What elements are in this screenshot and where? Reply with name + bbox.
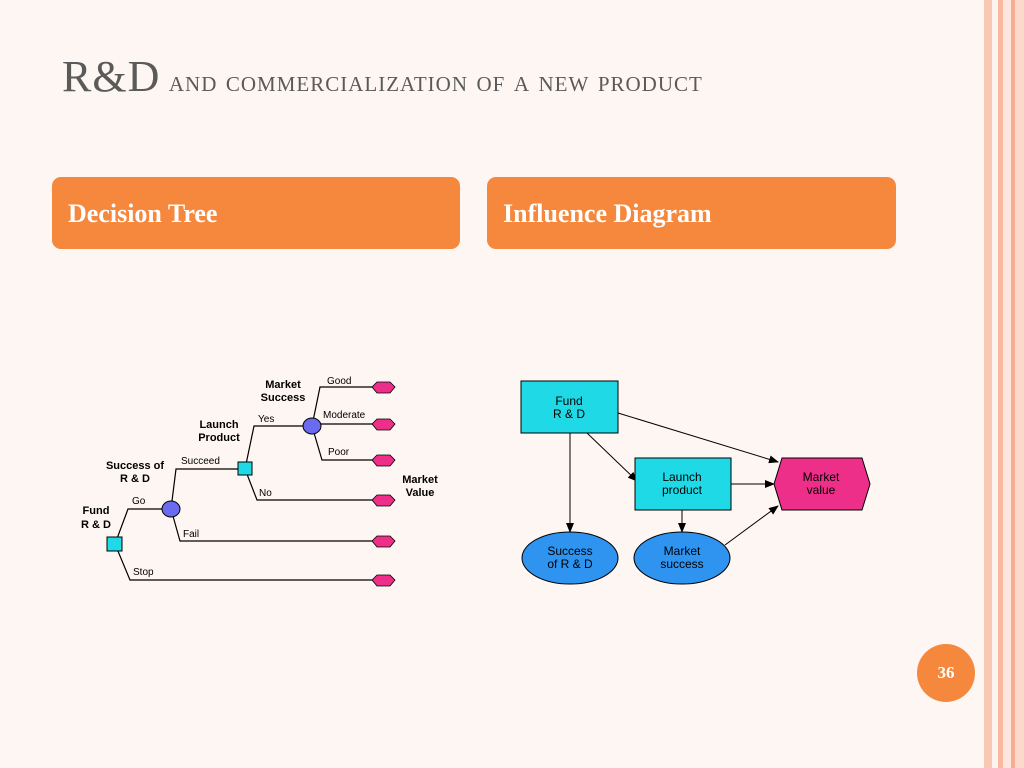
- branch-stop-line: [114, 543, 375, 581]
- branch-succeed-label: Succeed: [181, 456, 220, 467]
- launch-decision-node: [237, 461, 253, 476]
- branch-go-label: Go: [132, 496, 146, 507]
- decision-tree-header: Decision Tree: [52, 177, 460, 249]
- arrow-market-success-to-value: [724, 505, 779, 546]
- market-success-chance-node: [302, 417, 322, 435]
- launch-product-node: [634, 457, 732, 511]
- market-success-node-label-1: Market: [664, 544, 701, 558]
- fund-node-label-1: Fund: [555, 394, 582, 408]
- branch-good-label: Good: [327, 376, 351, 387]
- influence-diagram-header: Influence Diagram: [487, 177, 896, 249]
- market-value-node-label-1: Market: [803, 470, 840, 484]
- launch-node-label-1: Launch: [662, 470, 701, 484]
- title-rest: and commercialization of a new product: [160, 65, 703, 98]
- market-success-node: [633, 531, 731, 585]
- branch-yes-line: [244, 425, 312, 470]
- launch-label-2: Product: [198, 432, 240, 444]
- market-value-label-2: Value: [406, 487, 435, 499]
- fund-label-1: Fund: [83, 505, 110, 517]
- branch-poor-line: [311, 425, 375, 461]
- arrow-fund-to-launch: [586, 432, 638, 482]
- branch-poor-label: Poor: [328, 447, 350, 458]
- fund-rd-node: [520, 380, 619, 434]
- success-label-2: R & D: [120, 473, 150, 485]
- branch-moderate-label: Moderate: [323, 410, 366, 421]
- decorative-stripes: [984, 0, 1024, 768]
- branch-succeed-line: [170, 468, 245, 510]
- branch-no-label: No: [259, 488, 272, 499]
- branch-no-line: [244, 468, 375, 501]
- success-of-rd-node: [521, 531, 619, 585]
- branch-fail-label: Fail: [183, 529, 199, 540]
- branch-stop-label: Stop: [133, 567, 154, 578]
- page-number-badge: 36: [917, 644, 975, 702]
- page-title: R&D and commercialization of a new produ…: [62, 50, 922, 109]
- branch-yes-label: Yes: [258, 414, 274, 425]
- launch-node-label-2: product: [662, 483, 703, 497]
- branch-fail-line: [170, 508, 375, 542]
- market-value-node: [773, 457, 871, 511]
- market-success-label-1: Market: [265, 379, 301, 391]
- market-value-node-label-2: value: [807, 483, 836, 497]
- title-prefix: R&D: [62, 52, 161, 101]
- branch-good-line: [311, 386, 375, 427]
- fund-node-label-2: R & D: [553, 407, 585, 421]
- branch-go-line: [114, 508, 171, 545]
- market-value-label-1: Market: [402, 474, 438, 486]
- value-node-no: [371, 494, 396, 507]
- fund-decision-node: [106, 536, 123, 552]
- value-node-fail: [371, 535, 396, 548]
- value-node-good: [371, 381, 396, 394]
- market-success-label-2: Success: [261, 392, 306, 404]
- value-node-poor: [371, 454, 396, 467]
- fund-label-2: R & D: [81, 519, 111, 531]
- launch-label-1: Launch: [199, 419, 238, 431]
- success-label-1: Success of: [106, 460, 164, 472]
- arrow-fund-to-market-value: [617, 412, 779, 464]
- success-node-label-2: of R & D: [547, 557, 593, 571]
- market-success-node-label-2: success: [660, 557, 703, 571]
- success-chance-node: [161, 500, 181, 518]
- value-node-moderate: [371, 418, 396, 431]
- value-node-stop: [371, 574, 396, 587]
- success-node-label-1: Success: [547, 544, 592, 558]
